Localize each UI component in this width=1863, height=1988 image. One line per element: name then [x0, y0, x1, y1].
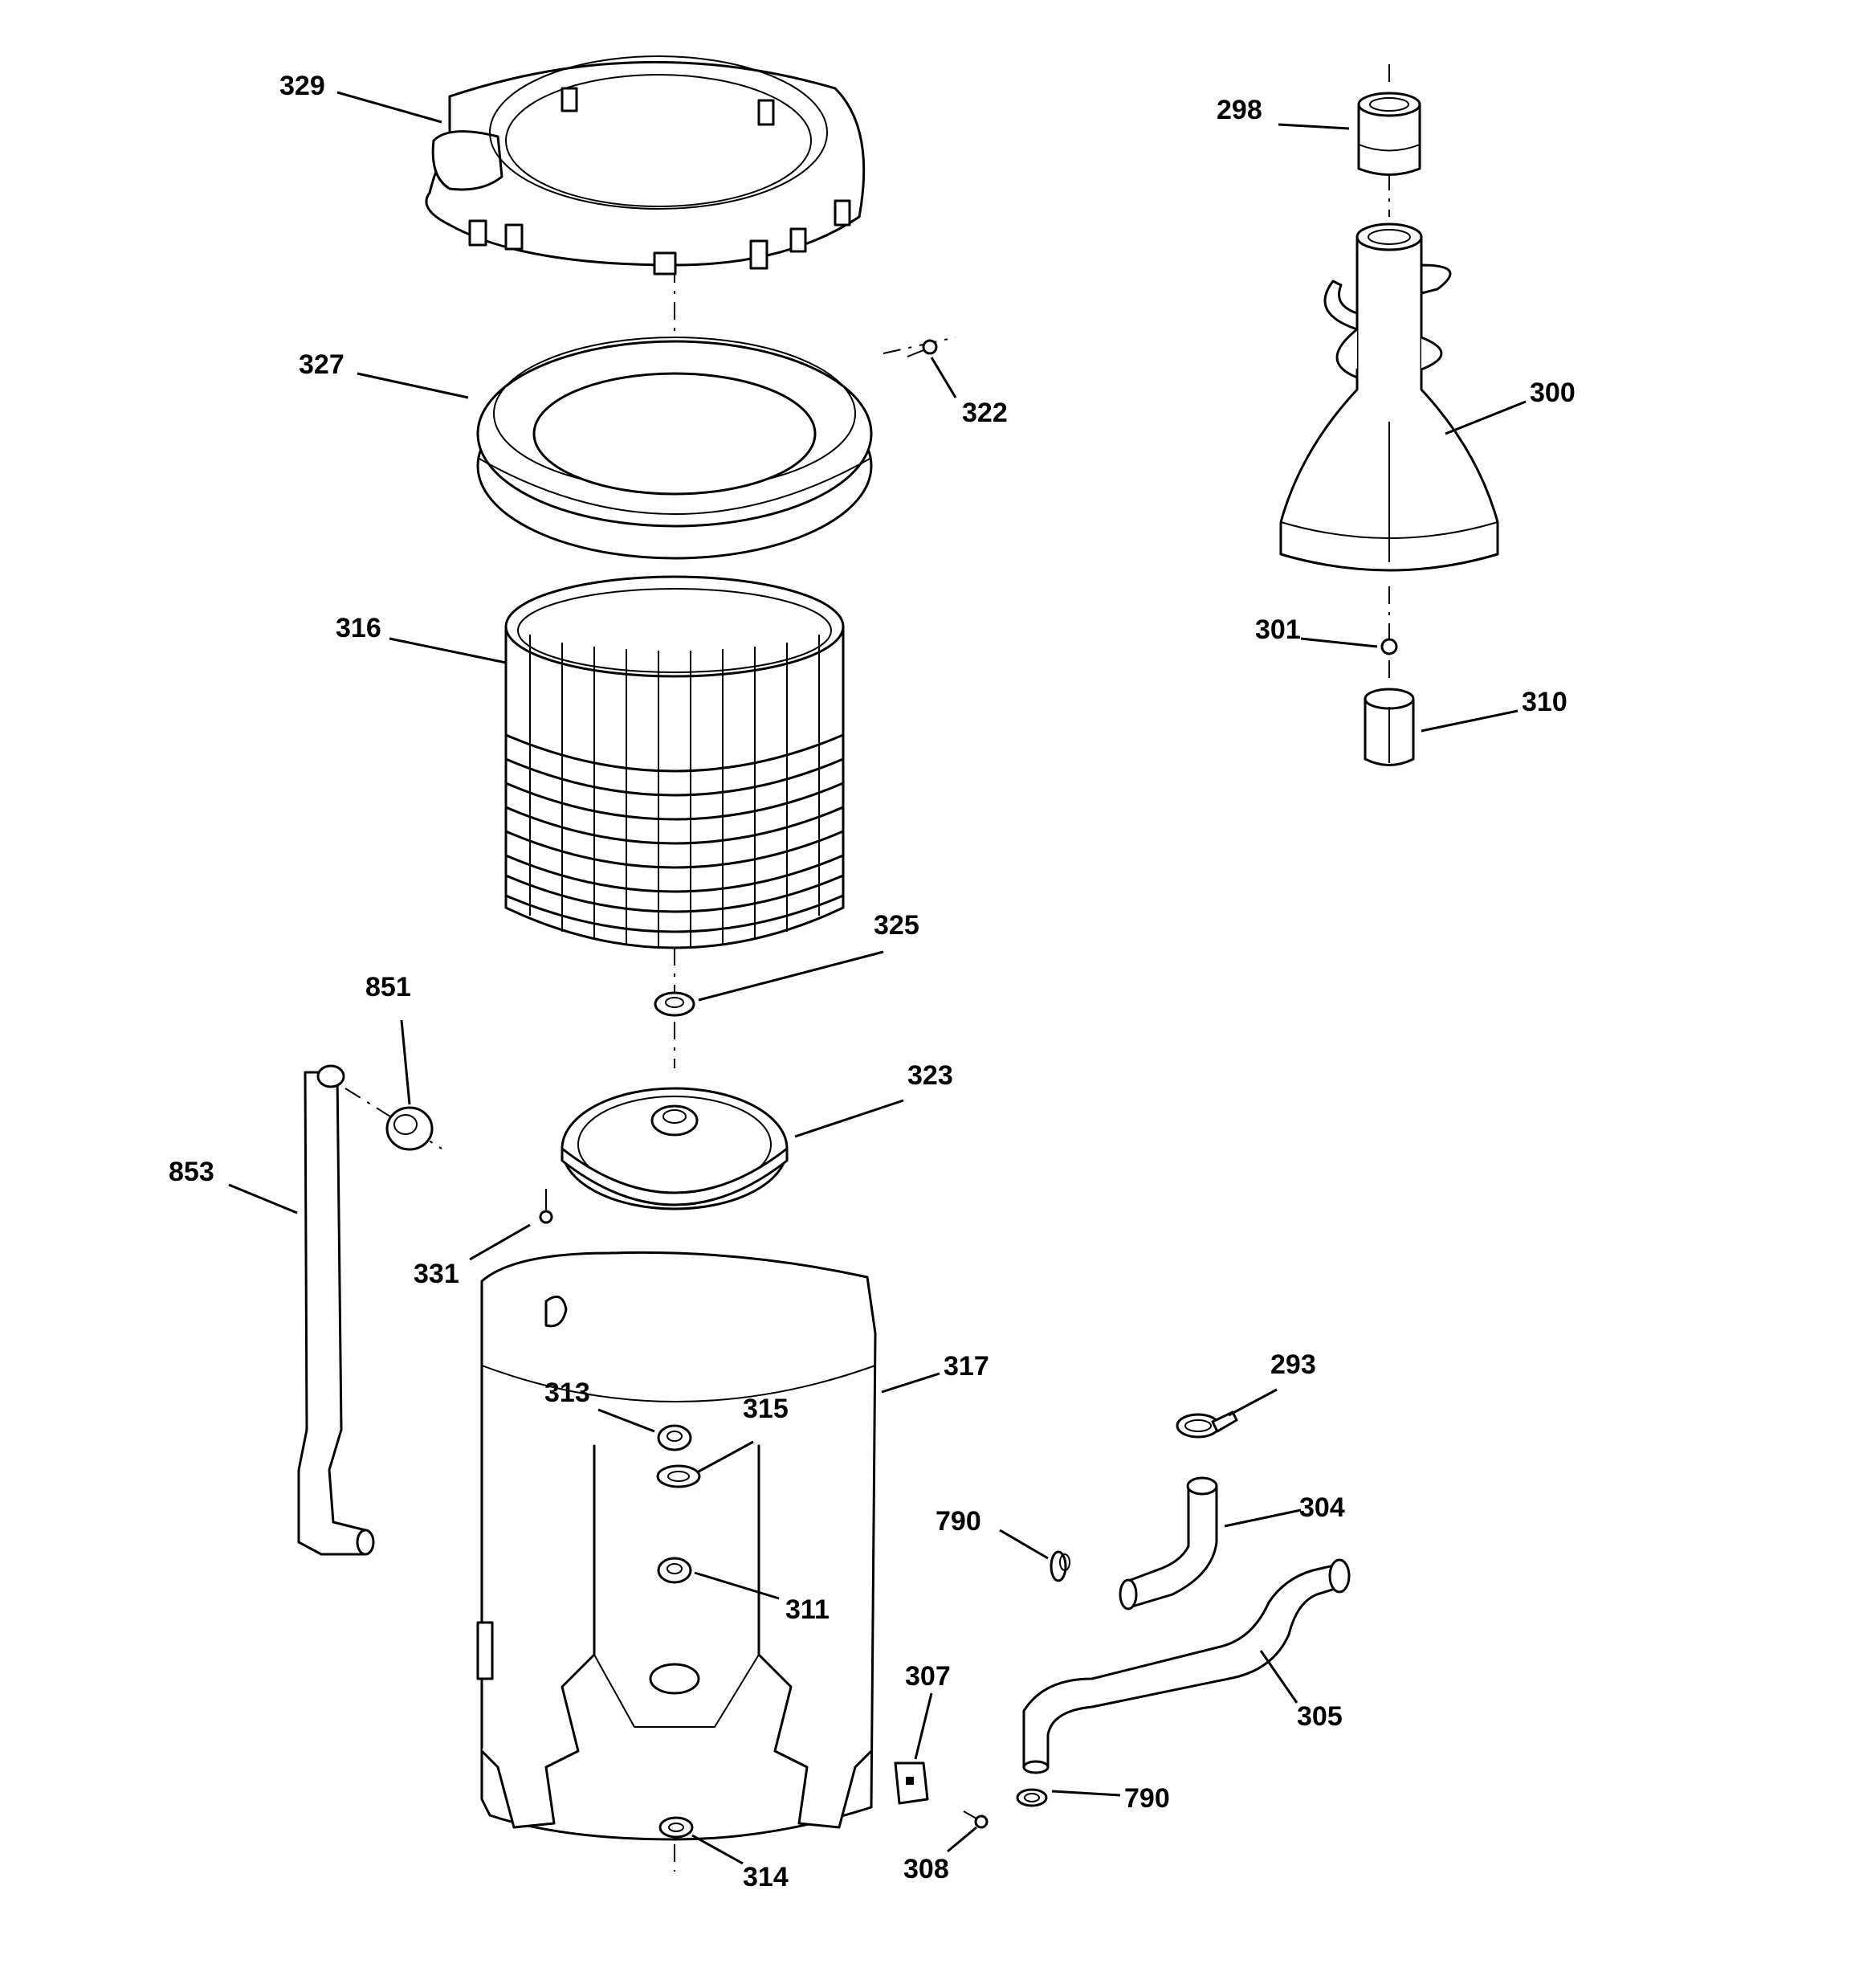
part-316-wash-basket: [504, 575, 845, 949]
callout-311: 311: [785, 1594, 830, 1625]
callout-314: 314: [743, 1862, 789, 1892]
part-853-pressure-tube: [297, 1064, 375, 1556]
part-300-agitator: [1279, 222, 1499, 572]
part-293-hose-clamp: [1176, 1410, 1238, 1439]
callout-322: 322: [962, 398, 1008, 428]
part-315-seal: [656, 1464, 701, 1488]
part-327-balance-ring: [476, 337, 873, 560]
part-317-outer-tub: [476, 1251, 877, 1841]
part-313-nut: [657, 1424, 692, 1451]
callout-317: 317: [944, 1351, 989, 1382]
callout-305: 305: [1297, 1701, 1343, 1732]
part-851-cap: [385, 1106, 434, 1151]
callout-851: 851: [365, 972, 411, 1002]
callout-323: 323: [907, 1060, 953, 1091]
part-311-nut: [657, 1557, 692, 1584]
callout-329: 329: [279, 71, 325, 101]
part-305-drain-hose: [1022, 1558, 1351, 1774]
callout-300: 300: [1530, 378, 1576, 408]
callout-308: 308: [903, 1854, 949, 1884]
callout-316: 316: [336, 613, 381, 643]
part-322-screw: [907, 339, 938, 357]
part-304-drain-hose: [1119, 1476, 1218, 1610]
part-790-clamp-lower: [1016, 1788, 1048, 1807]
callout-313: 313: [544, 1378, 590, 1408]
callout-325: 325: [874, 910, 919, 941]
callout-853: 853: [169, 1157, 214, 1187]
part-307-bracket: [894, 1761, 929, 1805]
callout-298: 298: [1217, 95, 1262, 125]
part-308-screw: [963, 1810, 989, 1829]
callout-301: 301: [1255, 614, 1301, 645]
part-329-tub-cover: [425, 55, 866, 276]
callout-315: 315: [743, 1394, 789, 1424]
part-301-bolt: [1380, 635, 1398, 655]
callout-293: 293: [1270, 1349, 1316, 1380]
part-310-coupler: [1364, 688, 1415, 766]
part-323-basket-hub: [561, 1087, 789, 1210]
callout-304: 304: [1299, 1492, 1345, 1523]
part-790-clamp-upper: [1050, 1550, 1070, 1582]
callout-331: 331: [414, 1259, 459, 1289]
part-331-screw: [539, 1189, 553, 1224]
callout-790-upper: 790: [936, 1506, 981, 1537]
callout-327: 327: [299, 349, 344, 380]
part-325-hub-nut: [654, 991, 695, 1017]
callout-labels: 329 327 322 316 325 851 323 853 331 317 …: [169, 71, 1576, 1892]
part-314-seal: [658, 1816, 694, 1839]
callout-790-lower: 790: [1124, 1783, 1170, 1814]
part-298-agitator-cap: [1357, 92, 1421, 176]
callout-310: 310: [1522, 687, 1567, 717]
leader-lines: [228, 91, 1527, 1865]
callout-307: 307: [905, 1661, 951, 1692]
